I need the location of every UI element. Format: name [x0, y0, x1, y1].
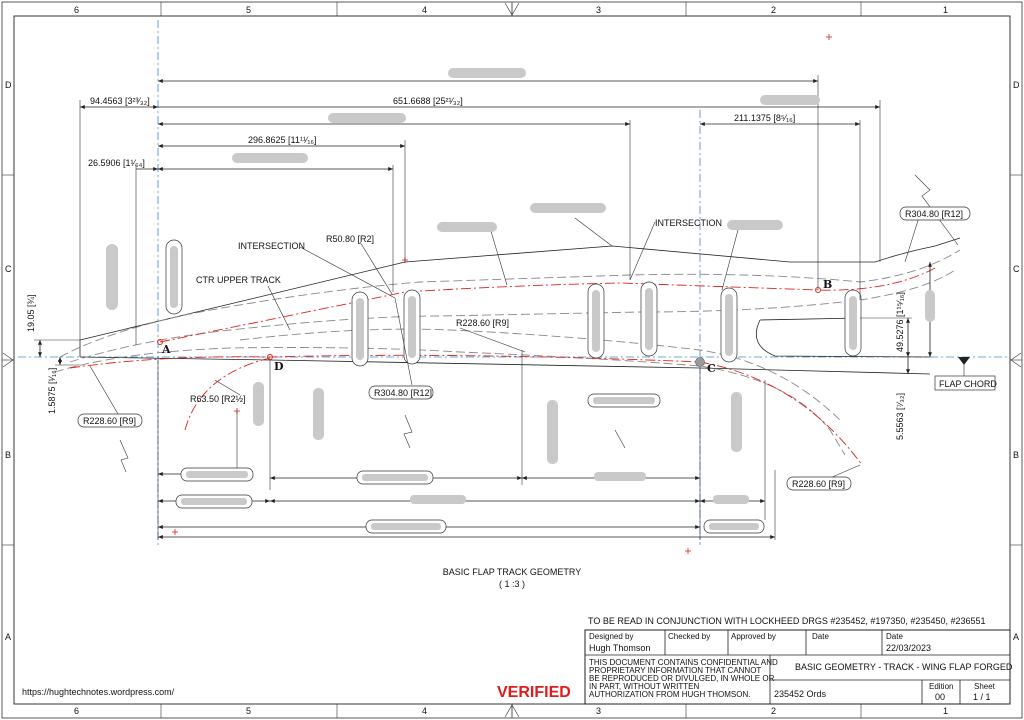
inner-border	[13, 15, 1011, 705]
point-d-label: D	[274, 360, 284, 373]
row-label-left-b: B	[5, 450, 11, 460]
radius-63-50: R63.50 [R2½]	[190, 394, 246, 404]
col-label-top-6: 1	[943, 5, 948, 15]
radius-228-60-mid: R228.60 [R9]	[456, 318, 509, 328]
checked-by-label: Checked by	[668, 632, 710, 641]
point-a-label: A	[161, 343, 171, 356]
designed-by-label: Designed by	[589, 632, 633, 641]
flap-chord-marker: FLAP CHORD	[934, 357, 997, 391]
row-label-left-a: A	[5, 632, 11, 642]
dim-94-4563: 94.4563 [3²³⁄₃₂]	[90, 96, 150, 106]
confidential-line-5: AUTHORIZATION FROM HUGH THOMSON.	[589, 690, 750, 699]
dim-26-5906: 26.5906 [1¹⁄₆₄]	[88, 158, 145, 168]
col-label-bottom-6: 1	[943, 706, 948, 716]
note-intersection-right: INTERSECTION	[655, 218, 722, 228]
row-label-left-c: C	[5, 264, 12, 274]
date-label-1: Date	[812, 632, 829, 641]
radius-50-80: R50.80 [R2]	[326, 234, 374, 244]
verified-stamp: VERIFIED	[497, 684, 571, 701]
radius-304-80-mid: R304.80 [R12]	[374, 388, 432, 398]
track-outline	[79, 237, 961, 375]
dim-296-8625: 296.8625 [11¹¹⁄₁₆]	[248, 135, 317, 145]
row-label-right-a: A	[1013, 632, 1019, 642]
track-centerline	[69, 267, 936, 466]
dim-19-05: 19.05 [¾]	[26, 294, 36, 332]
note-ctr-upper-track: CTR UPPER TRACK	[196, 275, 281, 285]
radius-228-60-left: R228.60 [R9]	[83, 416, 136, 426]
row-label-right-b: B	[1013, 450, 1019, 460]
title-block: TO BE READ IN CONJUNCTION WITH LOCKHEED …	[584, 616, 1013, 705]
date-value: 22/03/2023	[886, 643, 931, 653]
redacted-vertical-dims	[106, 239, 862, 464]
dim-1-5875: 1.5875 [¹⁄₁₆]	[47, 368, 57, 414]
col-label-top-1: 6	[74, 5, 79, 15]
dim-49-5276: 49.5276 [1¹⁵⁄₁₆]	[895, 292, 905, 352]
drawing-title: BASIC GEOMETRY - TRACK - WING FLAP FORGE…	[795, 662, 1013, 672]
confidential-line-2: PROPRIETARY INFORMATION THAT CANNOT	[589, 666, 761, 675]
view-title: BASIC FLAP TRACK GEOMETRY	[443, 567, 582, 577]
drawing-number: 235452 Ords	[774, 689, 827, 699]
row-label-right-d: D	[1013, 80, 1020, 90]
sheet-label: Sheet	[974, 682, 996, 691]
col-label-top-2: 5	[246, 5, 251, 15]
edition-label: Edition	[929, 682, 953, 691]
dim-211-1375: 211.1375 [8⁵⁄₁₆]	[734, 113, 795, 123]
dimension-lines	[34, 68, 935, 540]
col-label-top-5: 2	[771, 5, 776, 15]
confidential-line-1: THIS DOCUMENT CONTAINS CONFIDENTIAL AND	[589, 658, 778, 667]
dim-651-6688: 651.6688 [25²¹⁄₃₂]	[393, 96, 463, 106]
row-label-right-c: C	[1013, 264, 1020, 274]
sheet-value: 1 / 1	[973, 692, 991, 702]
note-intersection-left: INTERSECTION	[238, 241, 305, 251]
view-scale: ( 1 :3 )	[499, 579, 525, 589]
col-label-bottom-3: 4	[422, 706, 427, 716]
flap-chord-label: FLAP CHORD	[939, 379, 997, 389]
col-label-top-4: 3	[596, 5, 601, 15]
designed-by-value: Hugh Thomson	[589, 643, 650, 653]
zone-labels: 6 5 4 3 2 1 6 5 4 3 2 1 D C B A D C B A	[5, 5, 1020, 716]
col-label-bottom-4: 3	[596, 706, 601, 716]
date-label-2: Date	[886, 632, 903, 641]
reference-note: TO BE READ IN CONJUNCTION WITH LOCKHEED …	[588, 616, 986, 626]
col-label-top-3: 4	[422, 5, 427, 15]
confidential-line-3: BE REPRODUCED OR DIVULGED, IN WHOLE OR	[589, 674, 775, 683]
col-label-bottom-2: 5	[246, 706, 251, 716]
confidential-line-4: IN PART, WITHOUT WRITTEN	[589, 682, 699, 691]
track-offset-curves	[54, 249, 961, 456]
point-b-label: B	[823, 278, 832, 291]
row-label-left-d: D	[5, 80, 12, 90]
leader-lines	[89, 174, 959, 479]
point-c-label: C	[707, 362, 716, 375]
edition-value: 00	[935, 692, 945, 702]
radius-304-80-top: R304.80 [R12]	[905, 209, 963, 219]
col-label-bottom-1: 6	[74, 706, 79, 716]
col-label-bottom-5: 2	[771, 706, 776, 716]
dim-5-5563: 5.5563 [⁷⁄₃₂]	[895, 393, 905, 440]
approved-by-label: Approved by	[731, 632, 776, 641]
blog-url: https://hughtechnotes.wordpress.com/	[22, 687, 175, 697]
radius-228-60-right: R228.60 [R9]	[792, 479, 845, 489]
reference-points	[157, 287, 821, 367]
